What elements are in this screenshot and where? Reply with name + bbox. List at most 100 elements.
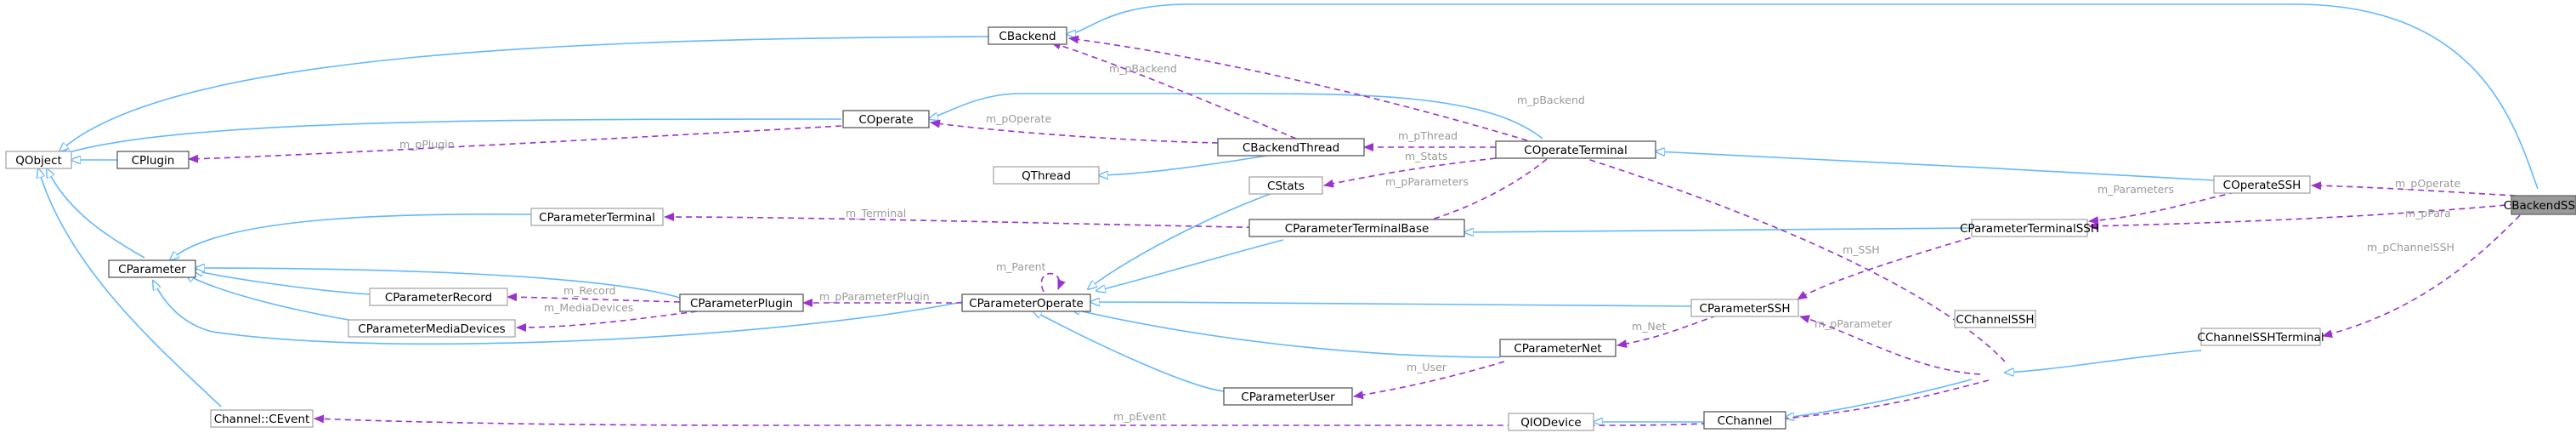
node-cbackendssh-label: CBackendSSH bbox=[2504, 199, 2576, 213]
edge-cparameterrecord-cparameter bbox=[194, 271, 371, 295]
node-cparameter-label: CParameter bbox=[118, 263, 186, 276]
label-m-poperate-ssh: m_pOperate bbox=[2395, 177, 2461, 190]
usage-edges bbox=[188, 35, 2521, 426]
node-cparametermediadevices-label: CParameterMediaDevices bbox=[358, 322, 505, 336]
node-channelcevent[interactable]: Channel::CEvent bbox=[210, 409, 314, 428]
node-qthread[interactable]: QThread bbox=[993, 166, 1100, 185]
node-cparameterterminalbase[interactable]: CParameterTerminalBase bbox=[1248, 219, 1465, 237]
node-cparameterrecord[interactable]: CParameterRecord bbox=[369, 288, 508, 306]
node-coperatessh-label: COperateSSH bbox=[2223, 179, 2301, 192]
edge-cbackendthread-coperate bbox=[930, 119, 1219, 144]
label-m-pplugin: m_pPlugin bbox=[399, 138, 455, 151]
node-cbackendthread[interactable]: CBackendThread bbox=[1217, 138, 1365, 157]
node-cstats[interactable]: CStats bbox=[1248, 176, 1323, 195]
edge-cparameterterminalbase-cparameterterminal bbox=[664, 213, 1284, 229]
node-cparameterssh[interactable]: CParameterSSH bbox=[1690, 299, 1799, 317]
node-cchannelssh-label: CChannelSSH bbox=[1956, 313, 2034, 327]
edge-coperate-cplugin bbox=[188, 125, 842, 163]
edge-cchannelssh-cbackend bbox=[1068, 35, 2006, 362]
edge-cparameterssh-cparameternet bbox=[1616, 315, 1718, 349]
edge-cchannelsshterminal-cchannelssh bbox=[2005, 350, 2202, 373]
node-cparametermediadevices[interactable]: CParameterMediaDevices bbox=[348, 319, 516, 338]
node-coperateterminal[interactable]: COperateTerminal bbox=[1495, 140, 1656, 159]
label-m-ssh: m_SSH bbox=[1843, 243, 1880, 256]
edge-cbackendssh-cparameterterminalssh bbox=[2088, 203, 2517, 231]
label-m-ppara: m_pPara bbox=[2405, 207, 2451, 219]
edge-cstats-cparameteroperate bbox=[1088, 185, 1297, 289]
edge-cparameteroperate-self bbox=[1040, 272, 1066, 293]
node-cchannelssh[interactable]: CChannelSSH bbox=[1954, 310, 2036, 328]
edge-cparameterplugin-cparameter bbox=[195, 268, 681, 299]
node-qthread-label: QThread bbox=[1022, 169, 1071, 183]
edge-coperateterminal-cparameterterminalbase bbox=[1410, 158, 1548, 228]
node-cparameteruser-label: CParameterUser bbox=[1241, 390, 1335, 404]
node-cparameterterminal-label: CParameterTerminal bbox=[539, 211, 655, 225]
edge-labels: m_pBackend m_pBackend m_pPlugin m_pOpera… bbox=[399, 62, 2461, 423]
edge-cbackendthread-cbackend bbox=[1050, 41, 1297, 140]
node-cparameterplugin[interactable]: CParameterPlugin bbox=[679, 293, 804, 312]
node-coperate[interactable]: COperate bbox=[842, 110, 930, 128]
node-cbackend-label: CBackend bbox=[999, 30, 1056, 43]
edge-cparameterplugin-cparametermediadevices bbox=[516, 311, 698, 332]
node-cparameterterminalssh-label: CParameterTerminalSSH bbox=[1960, 222, 2099, 236]
edge-cparameterterminalbase-cparameteroperate bbox=[1096, 239, 1284, 291]
node-cparameterterminal[interactable]: CParameterTerminal bbox=[530, 208, 664, 226]
label-m-pparameter: m_pParameter bbox=[1815, 317, 1893, 330]
label-m-user: m_User bbox=[1407, 361, 1447, 373]
node-cplugin-label: CPlugin bbox=[132, 154, 175, 168]
node-cchannelsshterminal-label: CChannelSSHTerminal bbox=[2197, 331, 2324, 345]
node-cchannel[interactable]: CChannel bbox=[1703, 411, 1786, 430]
label-m-pthread: m_pThread bbox=[1398, 129, 1458, 142]
node-coperateterminal-label: COperateTerminal bbox=[1524, 144, 1627, 157]
node-qobject-label: QObject bbox=[15, 154, 62, 168]
node-qiodevice[interactable]: QIODevice bbox=[1508, 413, 1594, 431]
node-coperatessh[interactable]: COperateSSH bbox=[2213, 175, 2311, 194]
label-m-terminal: m_Terminal bbox=[846, 207, 906, 219]
label-m-mediadevices: m_MediaDevices bbox=[544, 301, 633, 314]
node-cparameteruser[interactable]: CParameterUser bbox=[1223, 387, 1353, 406]
node-qobject[interactable]: QObject bbox=[5, 151, 72, 169]
node-cparameterrecord-label: CParameterRecord bbox=[385, 291, 492, 305]
node-cplugin[interactable]: CPlugin bbox=[116, 151, 190, 169]
node-cparameternet-label: CParameterNet bbox=[1514, 342, 1601, 356]
edge-cparameternet-cparameteruser bbox=[1353, 361, 1505, 400]
node-cparameterplugin-label: CParameterPlugin bbox=[690, 297, 793, 311]
edge-cparameterssh-cparameteroperate bbox=[1090, 302, 1692, 307]
node-cparameterterminalbase-label: CParameterTerminalBase bbox=[1285, 222, 1430, 236]
node-cparameter[interactable]: CParameter bbox=[108, 259, 196, 278]
node-cparameterssh-label: CParameterSSH bbox=[1700, 302, 1791, 316]
edge-coperatessh-cparameterterminalssh bbox=[2088, 191, 2236, 225]
node-cchannelsshterminal[interactable]: CChannelSSHTerminal bbox=[2197, 328, 2324, 346]
label-m-record: m_Record bbox=[563, 284, 616, 297]
edge-cbackendssh-cbackend bbox=[1067, 3, 2539, 190]
edge-cbackendthread-qthread bbox=[1099, 152, 1282, 175]
label-m-stats: m_Stats bbox=[1405, 150, 1447, 162]
label-m-pparameterplugin: m_pParameterPlugin bbox=[819, 290, 930, 303]
label-m-pparameters-terminal: m_pParameters bbox=[1385, 175, 1469, 188]
node-cparameteroperate[interactable]: CParameterOperate bbox=[961, 293, 1091, 312]
label-m-poperate: m_pOperate bbox=[986, 112, 1052, 125]
edge-cparameterplugin-cparameterrecord bbox=[507, 293, 681, 303]
edge-cchannelssh-cchannel bbox=[1785, 379, 1973, 418]
edge-coperatessh-coperateterminal bbox=[1656, 151, 2215, 181]
edge-cparametermediadevices-cparameter bbox=[185, 274, 349, 321]
edge-coperate-qobject bbox=[61, 118, 842, 155]
edge-cbackend-qobject bbox=[59, 36, 989, 151]
node-cparameternet[interactable]: CParameterNet bbox=[1499, 339, 1616, 357]
label-m-net: m_Net bbox=[1632, 320, 1666, 333]
label-m-pbackend-thread: m_pBackend bbox=[1109, 62, 1177, 75]
edge-cparameteruser-cparameteroperate bbox=[1033, 311, 1225, 392]
edge-cevent-qobject bbox=[38, 168, 222, 407]
edge-cparameter-qobject bbox=[47, 168, 145, 259]
label-m-parent: m_Parent bbox=[996, 260, 1046, 273]
edge-cparameteroperate-cparameter bbox=[153, 281, 963, 345]
node-qiodevice-label: QIODevice bbox=[1520, 416, 1581, 430]
edge-cparameterterminal-cparameter bbox=[170, 213, 532, 260]
node-cparameterterminalssh[interactable]: CParameterTerminalSSH bbox=[1960, 219, 2099, 237]
node-channelcevent-label: Channel::CEvent bbox=[214, 413, 310, 426]
node-cbackendthread-label: CBackendThread bbox=[1243, 141, 1339, 155]
edge-cbackendssh-coperatessh bbox=[2311, 181, 2517, 197]
edge-cparameternet-cparameteroperate bbox=[1071, 309, 1501, 358]
node-cbackendssh[interactable]: CBackendSSH bbox=[2504, 195, 2576, 215]
node-cbackend[interactable]: CBackend bbox=[988, 26, 1067, 45]
